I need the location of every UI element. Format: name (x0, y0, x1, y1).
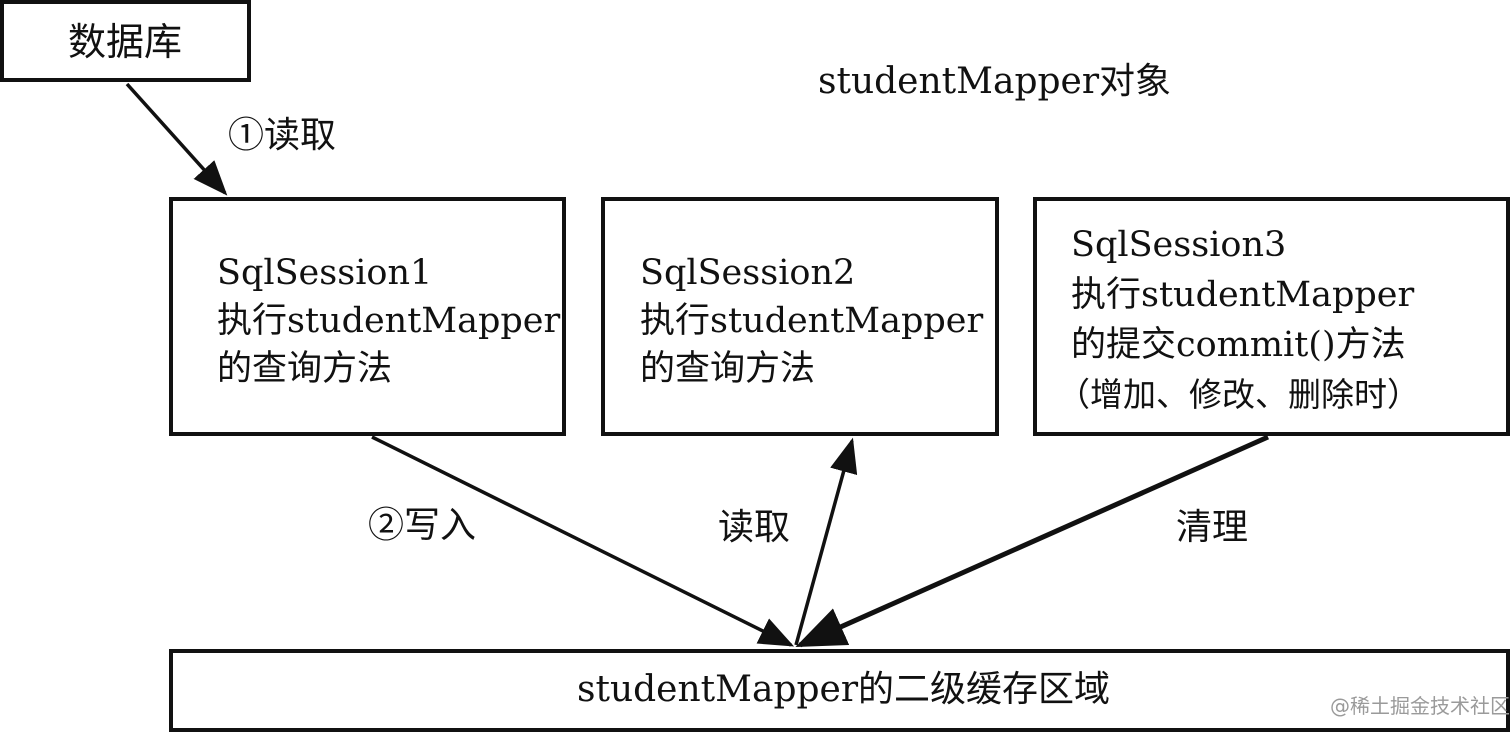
session-box-1: SqlSession1 执行studentMapper 的查询方法 (169, 197, 566, 436)
session-3-line-1: SqlSession3 (1071, 225, 1287, 265)
arrow-cache-to-session2 (794, 437, 858, 646)
cache-label: studentMapper的二级缓存区域 (577, 669, 1111, 710)
session-1-line-2: 执行studentMapper (217, 301, 561, 341)
session-1-line-3: 的查询方法 (217, 349, 393, 389)
session-3-line-2: 执行studentMapper (1071, 275, 1415, 315)
watermark-text: @稀土掘金技术社区 (1330, 694, 1510, 718)
edge-label-read-from-db: ①读取 (228, 115, 337, 156)
arrow-session1-to-cache (371, 435, 795, 647)
edge-label-read-from-cache: 读取 (718, 507, 791, 548)
database-label: 数据库 (68, 20, 183, 64)
edge-label-clear-cache: 清理 (1176, 507, 1249, 548)
arrow-db-to-session1 (125, 82, 228, 196)
session-box-2: SqlSession2 执行studentMapper 的查询方法 (601, 197, 999, 436)
session-3-line-4: （增加、修改、删除时） (1057, 375, 1420, 414)
arrow-session3-to-cache (795, 434, 1270, 648)
cache-box: studentMapper的二级缓存区域 (169, 649, 1510, 732)
database-box: 数据库 (0, 0, 251, 82)
edge-label-write-to-cache: ②写入 (368, 505, 477, 546)
group-title: studentMapper对象 (818, 61, 1172, 102)
session-2-line-1: SqlSession2 (640, 253, 856, 293)
session-2-line-2: 执行studentMapper (640, 301, 984, 341)
session-2-line-3: 的查询方法 (640, 349, 816, 389)
session-1-line-1: SqlSession1 (217, 253, 433, 293)
session-3-line-3: 的提交commit()方法 (1071, 325, 1406, 365)
session-box-3: SqlSession3 执行studentMapper 的提交commit()方… (1033, 197, 1510, 436)
